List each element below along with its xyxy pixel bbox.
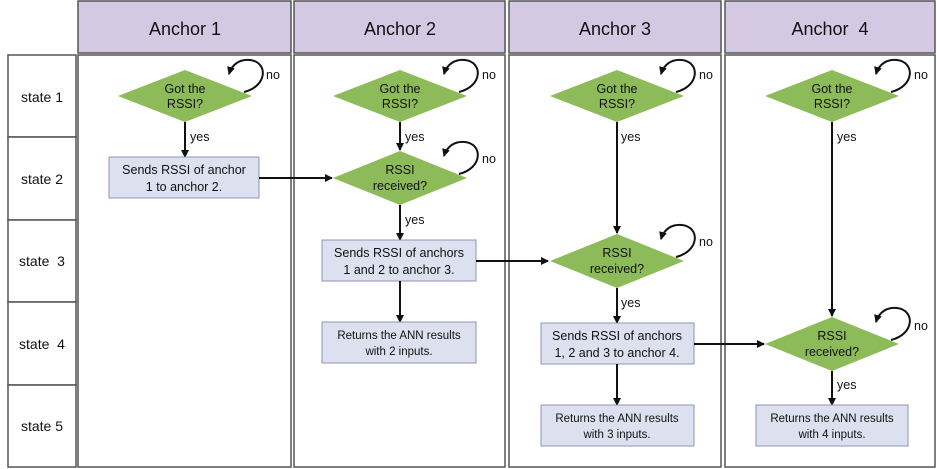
- state-label-4: state 4: [19, 336, 65, 352]
- decision-a2-got-rssi: [333, 70, 467, 122]
- loop-arrow-a1: [227, 58, 264, 93]
- decision-a2-got-text-2: RSSI?: [382, 97, 418, 111]
- yes-label-a4-got: yes: [837, 130, 856, 144]
- loop-arrow-a4-recv: [874, 306, 911, 341]
- column-header-anchor-3: [508, 0, 722, 54]
- box-a3-send-text-2: 1, 2 and 3 to anchor 4.: [554, 346, 679, 360]
- decision-a3-recv-text-1: RSSI: [602, 246, 631, 260]
- decision-a1-got-text-2: RSSI?: [167, 97, 203, 111]
- decision-a3-got-text-1: Got the: [597, 82, 638, 96]
- box-a3-return-text-1: Returns the ANN results: [555, 413, 679, 425]
- decision-a2-rssi-received: [333, 151, 467, 205]
- column-title-anchor-2: Anchor 2: [364, 19, 436, 39]
- loop-arrow-a3-recv: [659, 223, 696, 258]
- decision-a3-rssi-received: [550, 234, 684, 288]
- decision-a1-got-rssi: [118, 70, 252, 122]
- yes-label-a2-recv: yes: [405, 213, 424, 227]
- box-a3-return-text-2: with 3 inputs.: [582, 429, 650, 441]
- no-label-a2-recv: no: [482, 152, 496, 166]
- decision-a2-recv-text-2: received?: [373, 179, 427, 193]
- yes-label-a3-got: yes: [621, 130, 640, 144]
- no-label-a4-got: no: [914, 68, 928, 82]
- yes-label-a3-recv: yes: [621, 296, 640, 310]
- decision-a4-got-text-1: Got the: [812, 82, 853, 96]
- state-label-1: state 1: [21, 89, 63, 105]
- yes-label-a2-got: yes: [405, 130, 424, 144]
- decision-a1-got-text-1: Got the: [165, 82, 206, 96]
- decision-a3-got-rssi: [550, 70, 684, 122]
- state-label-2: state 2: [21, 171, 63, 187]
- loop-arrow-a2-got: [442, 58, 479, 93]
- box-a1-send-text-2: 1 to anchor 2.: [146, 180, 222, 194]
- box-a2-return-text-2: with 2 inputs.: [364, 346, 432, 358]
- box-a1-send-rssi: [108, 156, 260, 199]
- state-label-3: state 3: [19, 253, 65, 269]
- loop-arrow-a2-recv: [442, 140, 479, 175]
- yes-label-a4-recv: yes: [837, 378, 856, 392]
- no-label-a1: no: [266, 68, 280, 82]
- box-a2-send-text-2: 1 and 2 to anchor 3.: [343, 263, 454, 277]
- decision-a3-recv-text-2: received?: [590, 262, 644, 276]
- no-label-a3-got: no: [699, 68, 713, 82]
- column-title-anchor-3: Anchor 3: [579, 19, 651, 39]
- box-a2-return-ann: [321, 321, 477, 364]
- decision-a4-got-rssi: [765, 70, 899, 122]
- state-cell-3: [7, 219, 77, 303]
- state-cell-4: [7, 301, 77, 386]
- decision-a4-got-text-2: RSSI?: [814, 97, 850, 111]
- no-label-a3-recv: no: [699, 235, 713, 249]
- yes-label-a1: yes: [190, 130, 209, 144]
- box-a1-send-text-1: Sends RSSI of anchor: [122, 163, 246, 177]
- column-header-anchor-4: [724, 0, 936, 54]
- decision-a3-got-text-2: RSSI?: [599, 97, 635, 111]
- box-a2-return-text-1: Returns the ANN results: [337, 330, 461, 342]
- box-a4-return-ann: [755, 404, 909, 447]
- decision-a4-recv-text-2: received?: [805, 345, 859, 359]
- box-a3-return-ann: [540, 404, 695, 447]
- decision-a4-rssi-received: [765, 317, 899, 371]
- loop-arrow-a4-got: [874, 58, 911, 93]
- state-cell-5: [7, 384, 77, 468]
- column-header-anchor-1: [77, 0, 292, 54]
- state-cell-2: [7, 136, 77, 221]
- box-a4-return-text-2: with 4 inputs.: [797, 429, 865, 441]
- column-title-anchor-4: Anchor 4: [791, 19, 868, 39]
- box-a3-send-text-1: Sends RSSI of anchors: [552, 329, 682, 343]
- box-a2-send-text-1: Sends RSSI of anchors: [334, 246, 464, 260]
- no-label-a4-recv: no: [914, 319, 928, 333]
- decision-a4-recv-text-1: RSSI: [817, 329, 846, 343]
- loop-arrow-a3-got: [659, 58, 696, 93]
- state-label-5: state 5: [21, 418, 63, 434]
- decision-a2-recv-text-1: RSSI: [385, 163, 414, 177]
- no-label-a2-got: no: [482, 68, 496, 82]
- column-title-anchor-1: Anchor 1: [149, 19, 221, 39]
- decision-a2-got-text-1: Got the: [380, 82, 421, 96]
- box-a4-return-text-1: Returns the ANN results: [770, 413, 894, 425]
- column-header-anchor-2: [293, 0, 506, 54]
